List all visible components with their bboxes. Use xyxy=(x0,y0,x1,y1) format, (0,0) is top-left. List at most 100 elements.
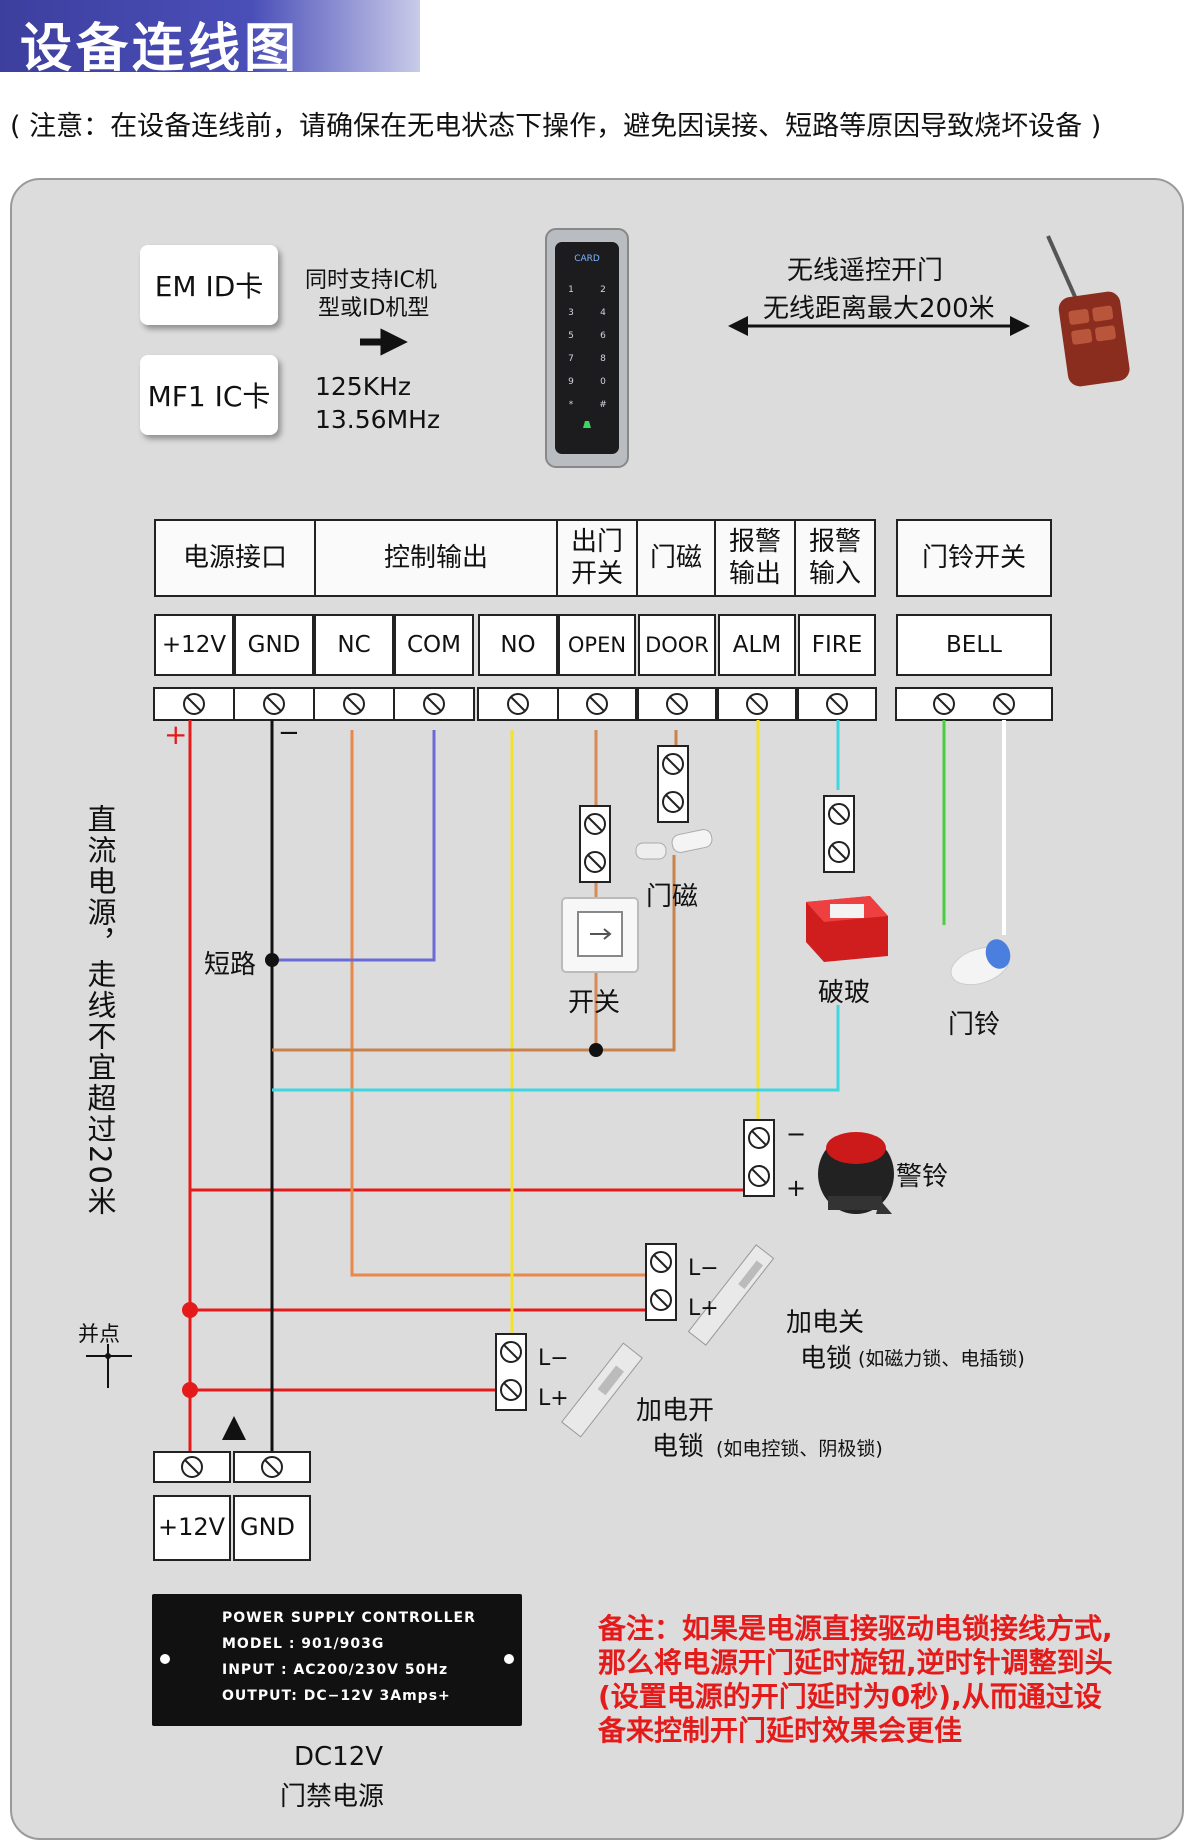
psu-line-2: MODEL : 901/903G xyxy=(222,1636,385,1652)
wire-com xyxy=(272,730,436,962)
page-title: 设备连线图 xyxy=(20,19,301,79)
plate-hole-left xyxy=(160,1654,170,1664)
remark-note: 备注：如果是电源直接驱动电锁接线方式,那么将电源开门延时旋钮,逆时针调整到头(设… xyxy=(598,1612,1113,1747)
bell-icon xyxy=(583,421,591,428)
alarm-minus: − xyxy=(786,1120,807,1148)
keypad-key: # xyxy=(599,400,607,410)
header-exit-line2: 开关 xyxy=(570,559,623,589)
lock-nc-lminus: L− xyxy=(688,1256,719,1281)
em-id-card: EM ID卡 xyxy=(140,245,278,325)
lock-no-title2: 电锁 xyxy=(652,1432,705,1462)
label-short: 短路 xyxy=(204,950,257,980)
psu-screws xyxy=(181,1456,283,1478)
door-sensor-icon xyxy=(635,829,713,860)
terminal-screws xyxy=(183,693,1015,715)
psu-caption-dc12v: DC12V xyxy=(294,1742,384,1772)
arrow-right-icon xyxy=(360,328,408,356)
terminal-no: NO xyxy=(478,614,558,676)
psu-caption-title: 门禁电源 xyxy=(280,1782,385,1812)
wire-alm xyxy=(745,720,760,1137)
arrow-up-icon xyxy=(222,1416,246,1440)
lock-no-title: 加电开 xyxy=(636,1396,715,1426)
header-alarm-output: 报警 输出 xyxy=(714,519,796,597)
switch-junction-dot xyxy=(589,1043,603,1057)
breakglass-icon xyxy=(806,896,888,962)
junction-symbol xyxy=(86,1344,132,1388)
card-label: CARD xyxy=(574,254,600,264)
keypad-key: 4 xyxy=(600,308,606,318)
terminal-door: DOOR xyxy=(638,614,716,676)
label-breakglass: 破玻 xyxy=(818,978,871,1008)
header-alarm-input-line2: 输入 xyxy=(808,559,861,589)
label-junction: 并点 xyxy=(78,1322,120,1346)
terminal-12v: +12V xyxy=(154,614,234,676)
psu-line-1: POWER SUPPLY CONTROLLER xyxy=(222,1610,476,1626)
wire-nc xyxy=(350,730,648,1277)
psu-terminal-gnd: GND xyxy=(240,1513,296,1541)
block-screws xyxy=(500,753,850,1401)
mf1-ic-card: MF1 IC卡 xyxy=(140,355,278,435)
short-junction-dot xyxy=(265,953,279,967)
junction-dot-1 xyxy=(182,1302,198,1318)
plate-hole-right xyxy=(504,1654,514,1664)
siren-icon xyxy=(818,1132,894,1214)
label-switch: 开关 xyxy=(568,988,621,1018)
wire-fire-return xyxy=(272,1005,840,1092)
frequency-1356mhz: 13.56MHz xyxy=(315,405,441,434)
lock-nc-title2: 电锁 xyxy=(800,1344,853,1374)
safety-notice: ( 注意：在设备连线前，请确保在无电状态下操作，避免因误接、短路等原因导致烧坏设… xyxy=(10,111,1102,142)
lock-no-lplus: L+ xyxy=(538,1386,569,1411)
label-door-sensor: 门磁 xyxy=(646,882,699,912)
junction-dot-2 xyxy=(182,1382,198,1398)
psu-terminals xyxy=(153,1451,311,1561)
header-alarm-input: 报警 输入 xyxy=(794,519,876,597)
polarity-minus: − xyxy=(278,718,300,748)
lock-no-icon xyxy=(561,1342,643,1438)
header-alarm-output-line1: 报警 xyxy=(728,527,781,557)
header-alarm-output-line2: 输出 xyxy=(728,559,781,589)
keypad-key: 7 xyxy=(568,354,574,364)
psu-line-4: OUTPUT: DC−12V 3Amps+ xyxy=(222,1688,451,1704)
keypad-key: 0 xyxy=(600,377,606,387)
power-supply-plate: POWER SUPPLY CONTROLLER MODEL : 901/903G… xyxy=(152,1594,522,1726)
support-text-line1: 同时支持IC机 xyxy=(305,268,437,293)
lock-nc-title: 加电关 xyxy=(786,1308,865,1338)
keypad-key: 1 xyxy=(568,285,574,295)
header-bell-switch: 门铃开关 xyxy=(896,519,1052,597)
label-alarm-bell: 警铃 xyxy=(896,1162,949,1192)
wire-door-return xyxy=(272,855,676,1052)
header-exit-switch: 出门 开关 xyxy=(556,519,638,597)
header-alarm-input-line1: 报警 xyxy=(808,527,861,557)
exit-switch-icon xyxy=(561,897,639,973)
lock-no-lminus: L− xyxy=(538,1346,569,1371)
terminal-bell: BELL xyxy=(896,614,1052,676)
keypad-key: 6 xyxy=(600,331,606,341)
keypad-key: * xyxy=(569,400,574,410)
terminal-open: OPEN xyxy=(558,614,636,676)
support-text-line2: 型或ID机型 xyxy=(318,296,430,321)
frequency-125khz: 125KHz xyxy=(315,372,412,401)
arrow-left-icon xyxy=(728,316,748,336)
header-control: 控制输出 xyxy=(314,519,558,597)
terminal-nc: NC xyxy=(314,614,394,676)
keypad-key: 2 xyxy=(600,285,606,295)
terminal-alm: ALM xyxy=(718,614,796,676)
lock-nc-note: (如磁力锁、电插锁) xyxy=(858,1348,1025,1370)
terminal-gnd: GND xyxy=(234,614,314,676)
alarm-plus: + xyxy=(786,1174,807,1202)
label-doorbell: 门铃 xyxy=(948,1010,1001,1040)
keypad-key: 8 xyxy=(600,354,606,364)
header-power: 电源接口 xyxy=(154,519,316,597)
header-exit-line1: 出门 xyxy=(570,527,623,557)
terminal-com: COM xyxy=(394,614,474,676)
arrow-right-icon xyxy=(1010,316,1030,336)
lock-no-note: (如电控锁、阴极锁) xyxy=(716,1438,883,1460)
keypad-key: 3 xyxy=(568,308,574,318)
polarity-plus: + xyxy=(164,718,188,751)
terminal-fire: FIRE xyxy=(798,614,876,676)
keypad-key: 9 xyxy=(568,377,574,387)
lock-nc-lplus: L+ xyxy=(688,1296,719,1321)
